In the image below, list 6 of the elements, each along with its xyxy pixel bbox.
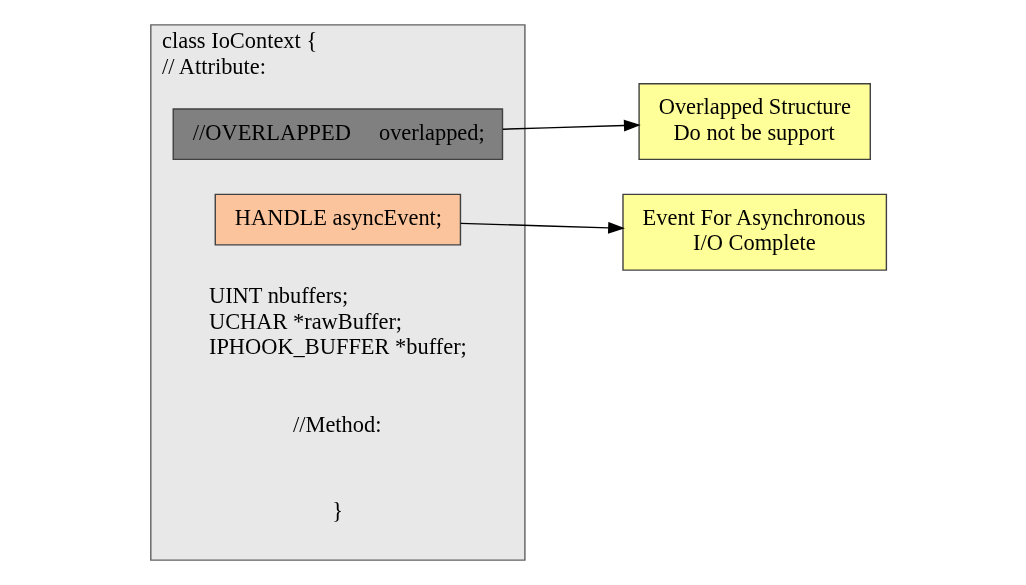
node-box: Event For Asynchronous I/O Complete — [622, 193, 888, 271]
node-box: Overlapped Structure Do not be support — [638, 83, 871, 161]
node-box: //OVERLAPPED overlapped; — [172, 108, 504, 161]
arrow — [460, 221, 625, 234]
arrow — [502, 119, 641, 132]
node-box: HANDLE asyncEvent; — [214, 193, 462, 246]
